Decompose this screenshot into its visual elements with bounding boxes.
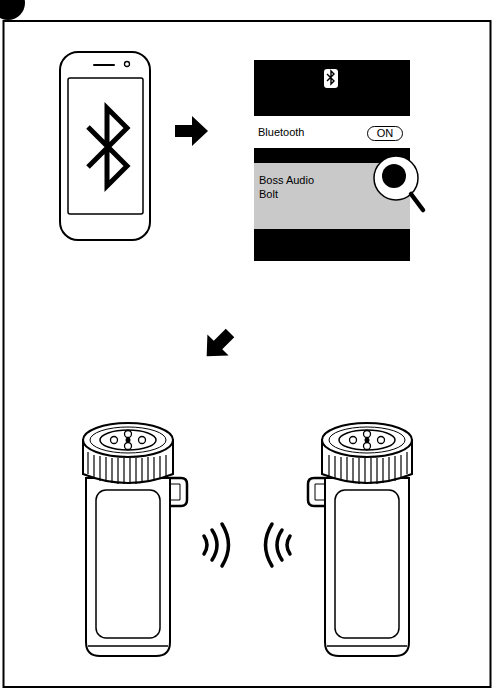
flow-arrow [196, 322, 241, 367]
node-text: Boss Audio Bolt [259, 173, 321, 201]
speaker [83, 423, 187, 656]
step-marker [0, 0, 25, 20]
settings-screen [254, 60, 410, 261]
setting-label: Bluetooth [258, 125, 304, 139]
frame [4, 21, 491, 687]
phone-icon [60, 52, 150, 240]
node-text: ON [368, 127, 402, 139]
wireless-waves [204, 524, 290, 566]
device-list-item: Boss Audio Bolt [254, 163, 410, 229]
toggle-switch: ON [367, 126, 403, 141]
flow-arrow [175, 116, 208, 146]
speaker [308, 423, 412, 656]
